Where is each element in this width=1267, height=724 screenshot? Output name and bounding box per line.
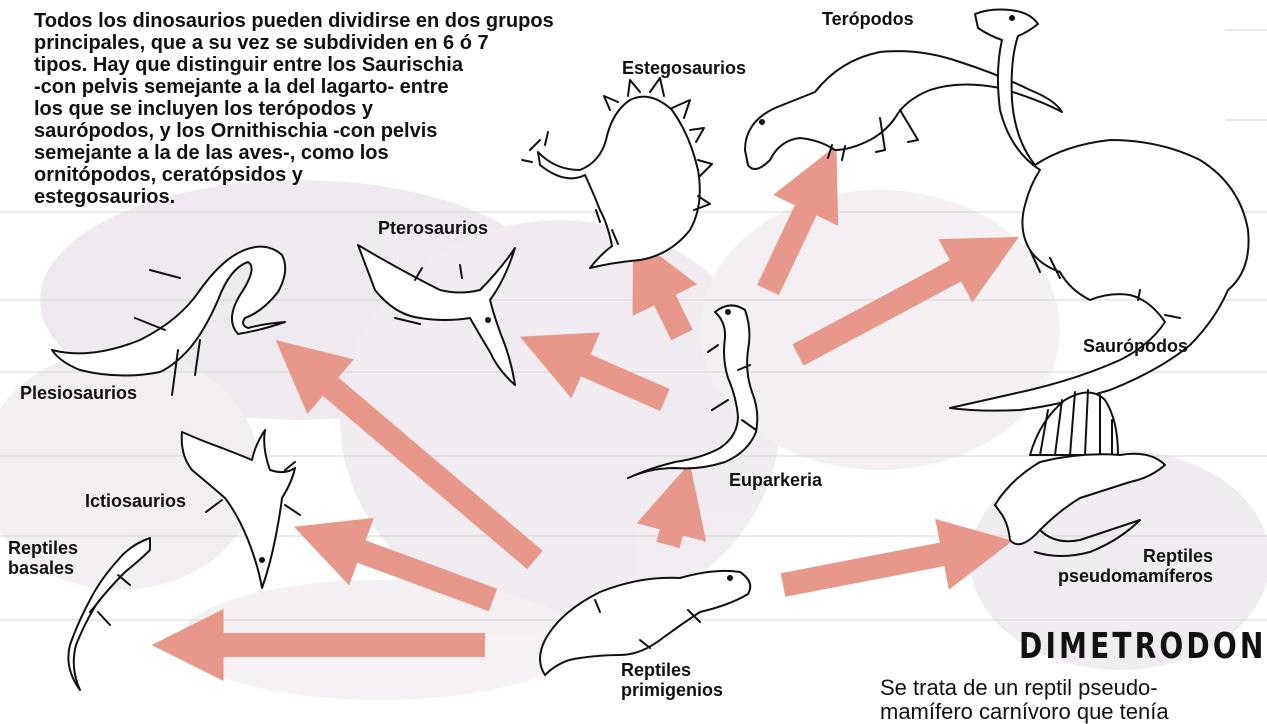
- intro-line: -con pelvis semejante a la del lagarto- …: [34, 76, 449, 98]
- label-line: pseudomamíferos: [1057, 566, 1213, 586]
- intro-line: Todos los dinosaurios pueden dividirse e…: [34, 10, 554, 32]
- arrow-to-plesiosaurios: [275, 340, 543, 570]
- intro-line: los que se incluyen los terópodos y: [34, 98, 373, 120]
- sauropod-icon: [949, 8, 1250, 412]
- label-teropodos: Terópodos: [822, 9, 914, 29]
- label-estegosaurios: Estegosaurios: [622, 58, 747, 78]
- dimetrodon-headline: DIMETRODON: [1019, 626, 1267, 667]
- label-line: Reptiles: [8, 538, 79, 558]
- label-line: primigenios: [621, 680, 724, 700]
- basal-reptile-icon: [67, 537, 151, 691]
- dimetrodon-text-line: Se trata de un reptil pseudo-: [880, 675, 1158, 700]
- intro-line: semejante a la de las aves-, como los: [34, 142, 389, 164]
- theropod-icon: [744, 50, 1063, 170]
- arrow-to-teropodos: [757, 145, 839, 296]
- label-line: Reptiles: [621, 660, 692, 680]
- dimetrodon-text: Se trata de un reptil pseudo- mamífero c…: [880, 676, 1220, 724]
- arrow-to-pseudomamiferos: [780, 519, 1013, 597]
- label-line: basales: [8, 558, 75, 578]
- arrow-to-ictiosaurios: [293, 517, 498, 612]
- arrow-to-estegosaurios: [632, 235, 698, 341]
- arrows: [151, 145, 1019, 681]
- label-plesiosaurios: Plesiosaurios: [20, 383, 138, 403]
- intro-line: ornitópodos, ceratópsidos y: [34, 164, 303, 186]
- arrow-to-pterosaurios: [519, 332, 670, 411]
- label-line: Reptiles: [1142, 546, 1213, 566]
- label-sauropodos: Saurópodos: [1083, 336, 1189, 356]
- pterosaur-icon: [357, 244, 516, 386]
- intro-paragraph: Todos los dinosaurios pueden dividirse e…: [34, 10, 674, 208]
- dimetrodon-text-line: mamífero carnívoro que tenía: [880, 699, 1169, 724]
- intro-line: tipos. Hay que distinguir entre los Saur…: [34, 54, 463, 76]
- label-pterosaurios: Pterosaurios: [378, 218, 489, 238]
- label-reptiles-primigenios: Reptiles primigenios: [621, 660, 723, 700]
- label-euparkeria: Euparkeria: [729, 470, 823, 490]
- primitive-reptile-icon: [539, 569, 752, 676]
- stegosaurus-icon: [521, 77, 713, 269]
- intro-line: estegosaurios.: [34, 186, 176, 208]
- ichthyosaur-icon: [180, 429, 301, 589]
- intro-line: principales, que a su vez se subdividen …: [34, 32, 489, 54]
- arrow-to-sauropodos: [792, 236, 1019, 366]
- label-reptiles-basales: Reptiles basales: [8, 538, 78, 578]
- dimetrodon-icon: [994, 389, 1166, 557]
- evolution-diagram: [51, 8, 1250, 691]
- intro-line: saurópodos, y los Ornithischia -con pelv…: [34, 120, 438, 142]
- arrow-to-euparkeria: [636, 462, 707, 549]
- label-reptiles-pseudomamiferos: Reptiles pseudomamíferos: [1025, 546, 1213, 586]
- label-ictiosaurios: Ictiosaurios: [85, 491, 187, 511]
- plesiosaur-icon: [51, 245, 287, 396]
- euparkeria-icon: [627, 304, 759, 479]
